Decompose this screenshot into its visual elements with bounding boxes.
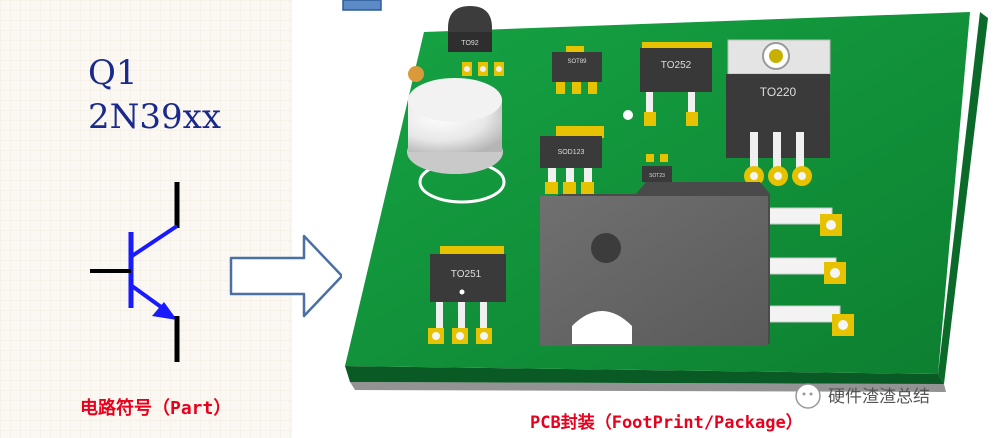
- to252-small-label: TO252: [661, 60, 692, 71]
- component-to251: TO251: [428, 246, 506, 344]
- blue-marker: [342, 0, 382, 11]
- watermark-text: 硬件渣渣总结: [828, 387, 930, 407]
- sot23-label: SOT23: [649, 173, 665, 179]
- to92-label: TO92: [461, 40, 478, 47]
- board-edge-right: [938, 12, 988, 384]
- emitter-arrow-icon: [152, 302, 177, 320]
- schematic-panel: Q1 2N39xx: [0, 0, 292, 438]
- grid-lines: [0, 0, 292, 438]
- via-hole: [623, 110, 633, 120]
- component-to252: TO252: [640, 42, 712, 126]
- package-caption: PCB封装（FootPrint/Package）: [530, 412, 803, 433]
- to251-label: TO251: [451, 269, 482, 280]
- watermark: 硬件渣渣总结: [795, 383, 930, 409]
- board-shadow: [350, 382, 946, 392]
- part-caption: 电路符号（Part）: [80, 397, 231, 419]
- component-sod: SOD123: [540, 126, 604, 194]
- component-large-power: [540, 182, 854, 346]
- component-metal-can: [407, 66, 506, 204]
- board-edge: [345, 366, 944, 384]
- designator-label: Q1: [88, 53, 138, 93]
- to220-label: TO220: [760, 85, 797, 99]
- large-leads: [759, 207, 854, 336]
- right-arrow-icon: [229, 234, 344, 318]
- wechat-bubble-icon: [795, 383, 821, 409]
- part-number-label: 2N39xx: [88, 97, 221, 137]
- component-to220: TO220: [726, 39, 831, 186]
- sot89-label: SOT89: [567, 59, 587, 65]
- component-to92: TO92: [448, 6, 504, 76]
- npn-transistor-symbol: [90, 182, 180, 362]
- component-sot89: SOT89: [552, 46, 602, 94]
- collector-line: [130, 224, 179, 258]
- sod-label: SOD123: [558, 149, 585, 156]
